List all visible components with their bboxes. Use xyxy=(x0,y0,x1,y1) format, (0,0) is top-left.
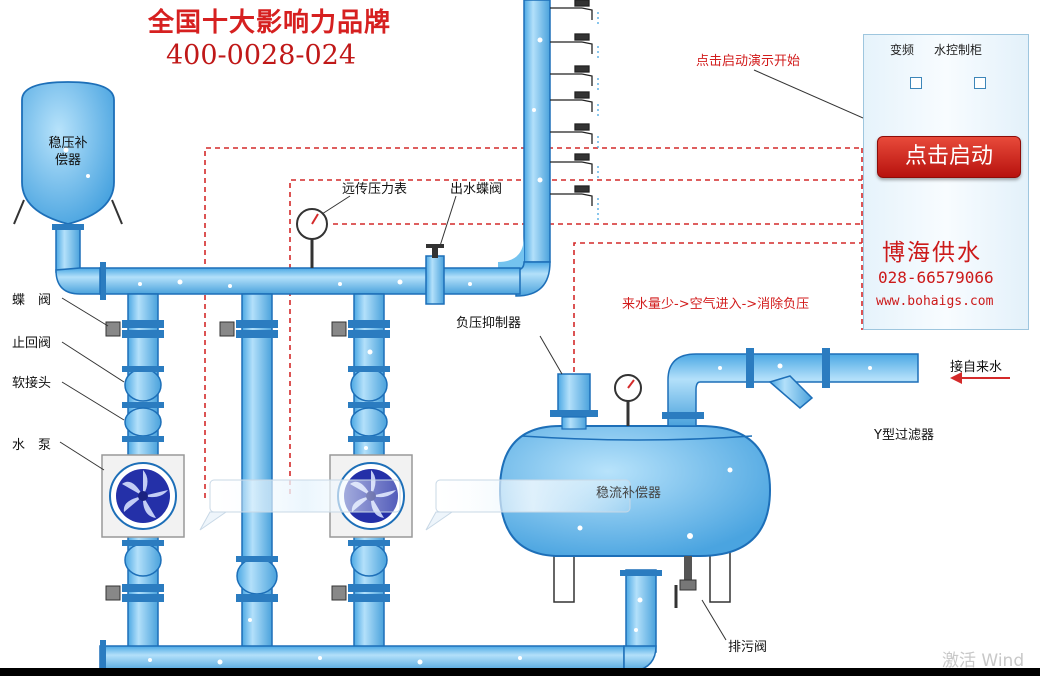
flow-compensation-tank xyxy=(498,425,772,608)
butterfly-valve-label: 蝶 阀 xyxy=(12,293,52,308)
main-riser xyxy=(498,0,551,297)
suction-header-pipe xyxy=(99,569,662,676)
tank-pressure-gauge xyxy=(614,374,642,426)
negative-pressure-suppressor xyxy=(550,373,598,430)
brand-hotline: 400-0028-024 xyxy=(166,40,357,71)
flow-indicators xyxy=(199,479,631,531)
brand-slogan: 全国十大影响力品牌 xyxy=(148,8,392,38)
remote-gauge-label: 远传压力表 xyxy=(342,182,408,197)
outlet-taps xyxy=(550,0,599,222)
company-website: www.bohaigs.com xyxy=(876,294,994,309)
activation-watermark: 激活 Wind xyxy=(942,651,1025,671)
bottom-edge xyxy=(0,668,1040,676)
control-cabinet-panel: 变频 水控制柜 点击启动 博海供水 028-66579066 www.bohai… xyxy=(863,34,1029,330)
outlet-valve-label: 出水蝶阀 xyxy=(450,182,503,197)
check-valve-label: 止回阀 xyxy=(12,336,52,351)
demo-hint: 点击启动演示开始 xyxy=(696,54,801,69)
outlet-header-pipe xyxy=(55,225,521,300)
inlet-arrow xyxy=(950,372,1010,384)
neg-pressure-label: 负压抑制器 xyxy=(456,316,522,331)
air-note: 来水量少->空气进入->消除负压 xyxy=(622,297,810,312)
start-button[interactable]: 点击启动 xyxy=(877,136,1021,178)
company-name: 博海供水 xyxy=(882,240,982,266)
pump-left xyxy=(101,454,185,538)
indicator-light-left xyxy=(910,77,922,89)
inlet-pipe xyxy=(662,348,919,427)
stabilizer-label: 稳压补 偿器 xyxy=(48,136,88,168)
panel-title-left: 变频 xyxy=(890,43,915,57)
indicator-light-right xyxy=(974,77,986,89)
stabilizer-tank xyxy=(13,81,123,230)
outlet-butterfly-valve xyxy=(425,244,445,305)
inlet-label: 接自来水 xyxy=(950,360,1003,375)
remote-pressure-gauge xyxy=(296,208,328,268)
drain-valve-label: 排污阀 xyxy=(728,640,768,655)
flow-tank-label: 稳流补偿器 xyxy=(596,486,662,501)
company-phone: 028-66579066 xyxy=(878,268,994,287)
pump-label: 水 泵 xyxy=(12,438,52,453)
soft-joint-label: 软接头 xyxy=(12,376,52,391)
panel-title-right: 水控制柜 xyxy=(934,43,983,57)
water-bubbles xyxy=(63,37,872,665)
bypass-column xyxy=(219,293,278,655)
y-filter-label: Y型过滤器 xyxy=(874,428,934,443)
signal-lines xyxy=(204,147,863,498)
